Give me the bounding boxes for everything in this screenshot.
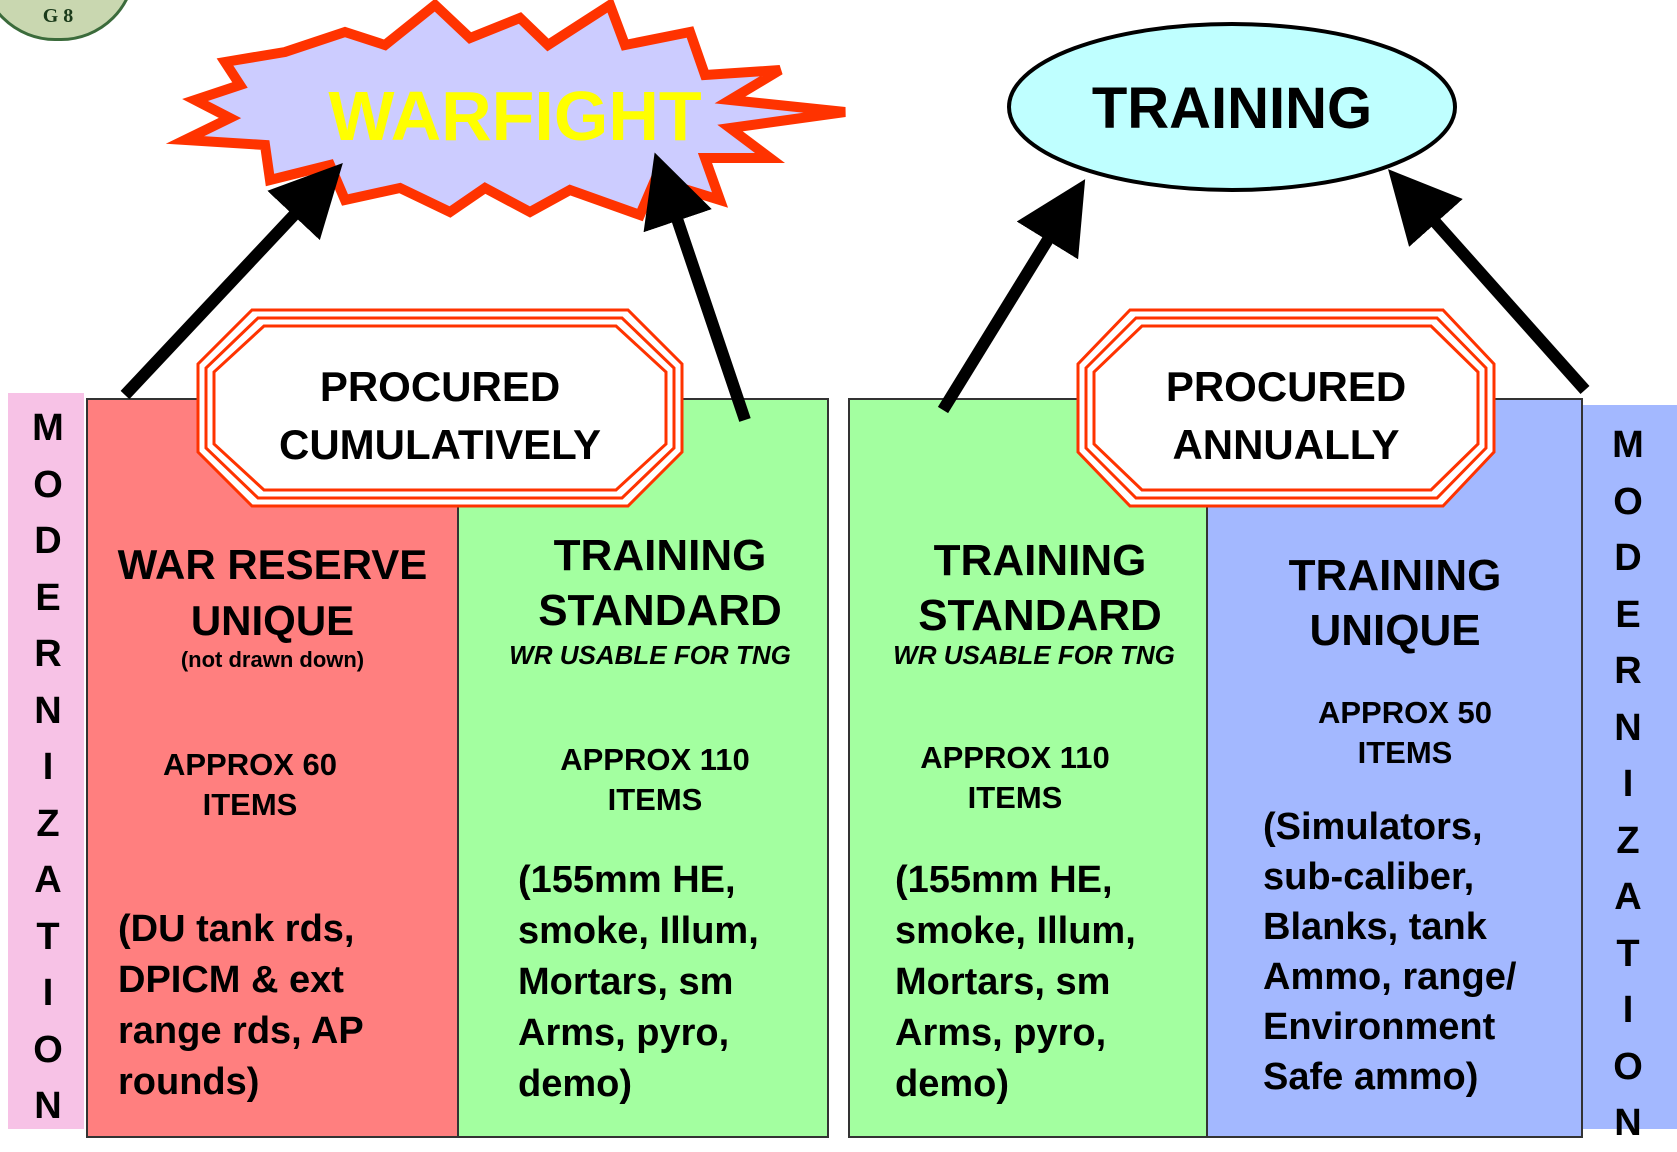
training-standard-right-note: WR USABLE FOR TNG [893,640,1175,670]
warfight-label: WARFIGHT [328,77,702,155]
training-label: TRAINING [1091,76,1373,141]
training-standard-column-left [457,398,829,1138]
war-reserve-note: (not drawn down) [180,647,365,672]
training-standard-left-approx: APPROX 110 ITEMS [560,742,750,817]
arrow-training-standard-to-training [937,179,1086,414]
training-unique-examples: (Simulators, sub-caliber, Blanks, tank A… [1263,806,1517,1098]
training-standard-right-examples: (155mm HE, smoke, Illum, Mortars, sm Arm… [895,859,1136,1105]
training-standard-left-examples: (155mm HE, smoke, Illum, Mortars, sm Arm… [518,859,759,1105]
logo-text: G 8 [42,5,74,27]
training-unique-column [1206,398,1583,1138]
arrow-training-unique-to-training [1388,169,1590,394]
war-reserve-examples: (DU tank rds, DPICM & ext range rds, AP … [118,908,364,1103]
training-standard-right-approx: APPROX 110 ITEMS [920,740,1110,815]
procured-annually-octagon [1076,308,1496,508]
modernization-right-strip [1583,405,1677,1129]
training-ellipse [1007,22,1457,192]
training-standard-left-title: TRAINING STANDARD [538,531,782,635]
training-unique-title: TRAINING UNIQUE [1288,551,1502,655]
modernization-left-strip [8,393,84,1129]
training-standard-column-right [848,398,1208,1138]
war-reserve-approx: APPROX 60 ITEMS [162,747,337,822]
procured-annually-label: PROCURED ANNUALLY [1165,363,1407,468]
procured-cumulatively-label: PROCURED CUMULATIVELY [278,363,601,468]
procured-cumulatively-octagon [196,308,684,508]
war-reserve-title: WAR RESERVE UNIQUE [117,541,428,644]
arrow-war-reserve-to-warfight [120,163,343,400]
training-unique-approx: APPROX 50 ITEMS [1317,695,1492,770]
training-standard-right-title: TRAINING STANDARD [918,536,1162,640]
arrow-training-standard-to-warfight [643,152,751,422]
training-standard-left-note: WR USABLE FOR TNG [509,640,791,670]
